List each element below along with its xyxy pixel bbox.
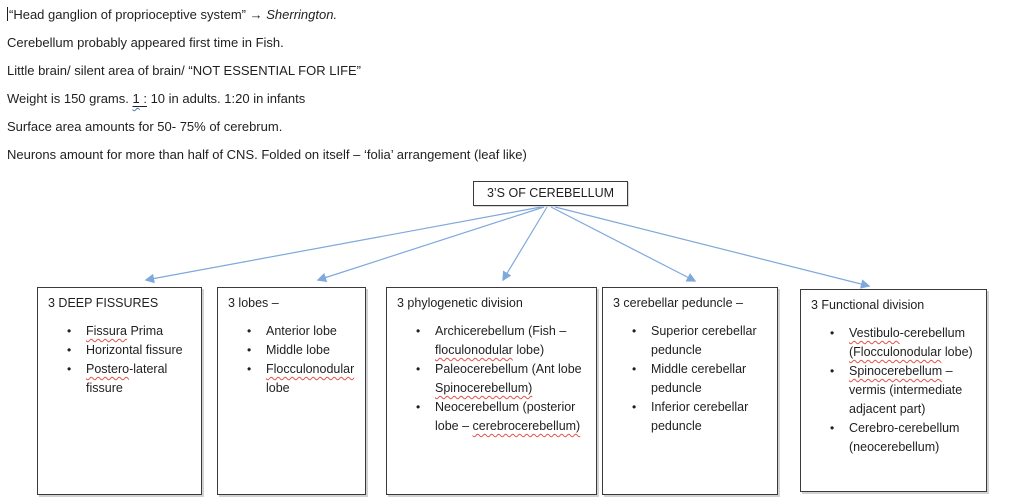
note-line-head-ganglion: “Head ganglion of proprioceptive system”… bbox=[7, 6, 337, 24]
bullet-dot: • bbox=[416, 324, 421, 338]
spellcheck-squiggle: Flocculonodular bbox=[266, 362, 355, 376]
bullet-text: Cerebro-cerebellum (neocerebellum) bbox=[849, 421, 960, 454]
bullet-dot: • bbox=[416, 400, 421, 414]
bullet-text: Postero-lateral fissure bbox=[86, 362, 168, 395]
division-box-title: 3 cerebellar peduncle – bbox=[613, 296, 743, 310]
spellcheck-squiggle: Postero bbox=[86, 362, 130, 376]
bullet-item: • Flocculonodular lobe bbox=[247, 360, 361, 398]
right-arrow-glyph: → bbox=[249, 7, 263, 22]
spellcheck-squiggle: Spinocerebellum bbox=[849, 364, 943, 378]
bullet-text: Superior cerebellar peduncle bbox=[651, 324, 757, 357]
spellcheck-squiggle: Fissura bbox=[86, 324, 127, 338]
note-line-surface-area: Surface area amounts for 50- 75% of cere… bbox=[7, 119, 283, 134]
division-box: 3 Functional division • Vestibulo-cerebel… bbox=[800, 289, 987, 492]
bullet-text: Anterior lobe bbox=[266, 324, 337, 338]
bullet-text: Neocerebellum (posterior lobe – cerebroc… bbox=[435, 400, 581, 433]
bullet-item: • Spinocerebellum – vermis (intermediate … bbox=[830, 362, 982, 419]
bullet-item: • Fissura Prima bbox=[67, 322, 197, 341]
bullet-list: • Vestibulo-cerebellum (Flocculonodular l… bbox=[801, 324, 986, 457]
bullet-text: Archicerebellum (Fish – floculonodular l… bbox=[435, 324, 567, 357]
bullet-dot: • bbox=[67, 362, 72, 376]
bullet-text: Horizontal fissure bbox=[86, 343, 183, 357]
bullet-dot: • bbox=[247, 362, 252, 376]
bullet-dot: • bbox=[830, 326, 835, 340]
bullet-dot: • bbox=[632, 362, 637, 376]
note-line-little-brain: Little brain/ silent area of brain/ “NOT… bbox=[7, 63, 362, 78]
bullet-text: Middle lobe bbox=[266, 343, 330, 357]
bullet-dot: • bbox=[632, 324, 637, 338]
connector-arrow bbox=[550, 206, 697, 282]
bullet-text: Fissura Prima bbox=[86, 324, 164, 338]
ratio-underlined: 1 : bbox=[132, 91, 147, 106]
bullet-item: • Postero-lateral fissure bbox=[67, 360, 197, 398]
division-box-title: 3 lobes – bbox=[228, 296, 279, 310]
connector-arrow bbox=[144, 206, 542, 284]
division-box: 3 DEEP FISSURES • Fissura Prima • Horizonta… bbox=[37, 287, 202, 495]
bullet-item: • Inferior cerebellar peduncle bbox=[632, 398, 773, 436]
note-line-neurons: Neurons amount for more than half of CNS… bbox=[7, 147, 527, 162]
division-box-title: 3 phylogenetic division bbox=[397, 296, 523, 310]
division-box-title: 3 Functional division bbox=[811, 298, 925, 312]
spellcheck-squiggle: Spinocerebellum) bbox=[435, 381, 533, 395]
bullet-dot: • bbox=[830, 364, 835, 378]
bullet-text: Flocculonodular lobe bbox=[266, 362, 355, 395]
bullet-item: • Middle lobe bbox=[247, 341, 361, 360]
connector-arrow bbox=[316, 206, 545, 283]
bullet-dot: • bbox=[67, 324, 72, 338]
bullet-item: • Middle cerebellar peduncle bbox=[632, 360, 773, 398]
bullet-text: Spinocerebellum – vermis (intermediate a… bbox=[849, 364, 963, 416]
division-box-title: 3 DEEP FISSURES bbox=[48, 296, 159, 310]
division-box: 3 phylogenetic division • Archicerebellum… bbox=[386, 287, 597, 495]
connector-arrow bbox=[502, 206, 548, 282]
text-cursor bbox=[7, 7, 8, 21]
bullet-text: Middle cerebellar peduncle bbox=[651, 362, 747, 395]
bullet-item: • Archicerebellum (Fish – floculonodular … bbox=[416, 322, 592, 360]
bullet-dot: • bbox=[416, 362, 421, 376]
bullet-item: • Anterior lobe bbox=[247, 322, 361, 341]
bullet-dot: • bbox=[632, 400, 637, 414]
note-line-weight: Weight is 150 grams. 1 : 10 in adults. 1… bbox=[7, 90, 305, 108]
spellcheck-squiggle: floculonodular bbox=[435, 343, 513, 357]
bullet-list: • Archicerebellum (Fish – floculonodular … bbox=[387, 322, 596, 436]
bullet-item: • Horizontal fissure bbox=[67, 341, 197, 360]
bullet-text: Inferior cerebellar peduncle bbox=[651, 400, 749, 433]
bullet-list: • Anterior lobe • Middle lobe • Flocculonodul… bbox=[218, 322, 365, 398]
bullet-item: • Paleocerebellum (Ant lobe Spinocerebell… bbox=[416, 360, 592, 398]
bullet-item: • Superior cerebellar peduncle bbox=[632, 322, 773, 360]
bullet-item: • Neocerebellum (posterior lobe – cerebro… bbox=[416, 398, 592, 436]
bullet-text: Paleocerebellum (Ant lobe Spinocerebellu… bbox=[435, 362, 582, 395]
root-node: 3’S OF CEREBELLUM bbox=[473, 181, 628, 206]
grammar-squiggle-number: 1 bbox=[132, 91, 140, 106]
bullet-text: Vestibulo-cerebellum (Flocculonodular lo… bbox=[849, 326, 973, 359]
division-box: 3 cerebellar peduncle – • Superior cerebe… bbox=[602, 287, 778, 495]
bullet-dot: • bbox=[247, 324, 252, 338]
spellcheck-squiggle: (Flocculonodular bbox=[849, 345, 942, 359]
quote-text: “Head ganglion of proprioceptive system” bbox=[9, 7, 250, 22]
connector-arrow bbox=[554, 206, 871, 289]
note-line-fish: Cerebellum probably appeared first time … bbox=[7, 35, 284, 50]
author-name: Sherrington. bbox=[262, 7, 338, 22]
bullet-item: • Vestibulo-cerebellum (Flocculonodular l… bbox=[830, 324, 982, 362]
weight-post: 10 in adults. 1:20 in infants bbox=[146, 91, 306, 106]
bullet-dot: • bbox=[67, 343, 72, 357]
division-box: 3 lobes – • Anterior lobe • Middle lobe • Flo… bbox=[217, 287, 366, 495]
bullet-item: • Cerebro-cerebellum (neocerebellum) bbox=[830, 419, 982, 457]
bullet-dot: • bbox=[247, 343, 252, 357]
spellcheck-squiggle: Vestibulo bbox=[849, 326, 900, 340]
bullet-list: • Superior cerebellar peduncle • Middle cer… bbox=[603, 322, 777, 436]
weight-pre: Weight is 150 grams. bbox=[7, 91, 133, 106]
bullet-list: • Fissura Prima • Horizontal fissure • Poster… bbox=[38, 322, 201, 398]
spellcheck-squiggle: cerebrocerebellum) bbox=[472, 419, 581, 433]
bullet-dot: • bbox=[830, 421, 835, 435]
